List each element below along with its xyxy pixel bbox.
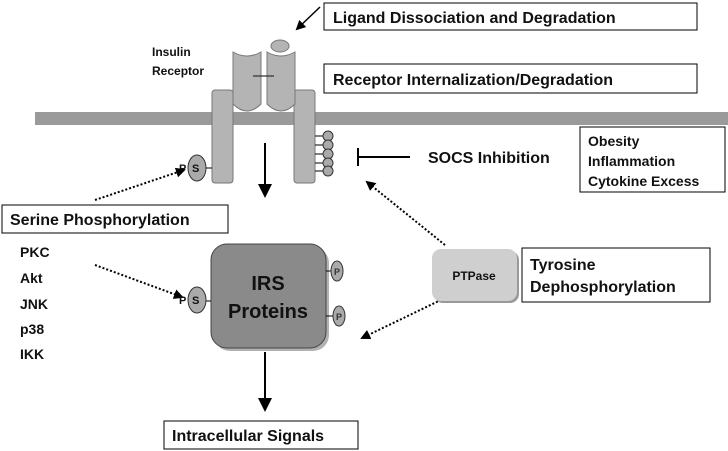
receptor-alpha-left [232,51,262,112]
dephosphorylation-label: Dephosphorylation [530,279,676,296]
cell-membrane [35,112,728,125]
insulin-ligand [270,39,290,53]
proteins-label: Proteins [228,301,308,323]
cause-cytokine-excess: Cytokine Excess [588,173,699,189]
ptpase-box [432,249,517,301]
p-label: P [179,163,186,175]
serine-phosphorylation-label: Serine Phosphorylation [10,212,190,229]
phosphoserine-irs [187,286,207,314]
ptpase-to-receptor-arrow [365,180,446,246]
intracellular-signals-box [163,420,359,450]
p-label: P [334,267,340,277]
p-label: P [336,312,342,322]
kinase-list: PKC Akt JNK p38 IKK [20,244,50,362]
kinase-akt: Akt [20,270,43,286]
s-label: S [192,295,199,307]
ptpase-label: PTPase [452,269,496,283]
insulin-receptor-label: Insulin [152,45,191,59]
insulin-receptor-label-2: Receptor [152,64,204,78]
ligand-box [323,2,698,31]
phosphotyrosine-cluster [315,130,334,177]
intracellular-signals-label: Intracellular Signals [172,428,324,445]
kinase-ikk: IKK [20,346,44,362]
receptor-internalization-label: Receptor Internalization/Degradation [333,72,613,89]
kinase-jnk: JNK [20,296,48,312]
phosphoserine-receptor [187,154,207,182]
receptor-beta-right [293,89,316,184]
phosphotyrosine-irs-2 [332,305,346,327]
phosphotyrosine-irs-1 [330,260,344,282]
ligand-arrow [295,6,321,31]
cause-obesity: Obesity [588,133,640,149]
serine-to-receptor-arrow [94,167,186,201]
irs-proteins-box [210,243,327,349]
ptpase-to-irs-arrow [360,297,446,340]
kinase-p38: p38 [20,321,44,337]
receptor-alpha-right [266,51,296,112]
cause-inflammation: Inflammation [588,153,675,169]
kinase-pkc: PKC [20,244,50,260]
tyrosine-dephosphorylation-box [521,247,711,303]
internalization-box [323,63,698,94]
kinases-to-irs-arrow [94,264,184,299]
irs-label: IRS [251,273,284,295]
receptor-beta-left [211,89,234,184]
s-label: S [192,163,199,175]
tyrosine-label: Tyrosine [530,257,596,274]
ligand-dissociation-label: Ligand Dissociation and Degradation [333,10,616,27]
serine-phosphorylation-box [1,204,229,234]
causes-box [579,126,726,193]
p-label: P [179,295,186,307]
socs-inhibition-label: SOCS Inhibition [428,150,550,167]
